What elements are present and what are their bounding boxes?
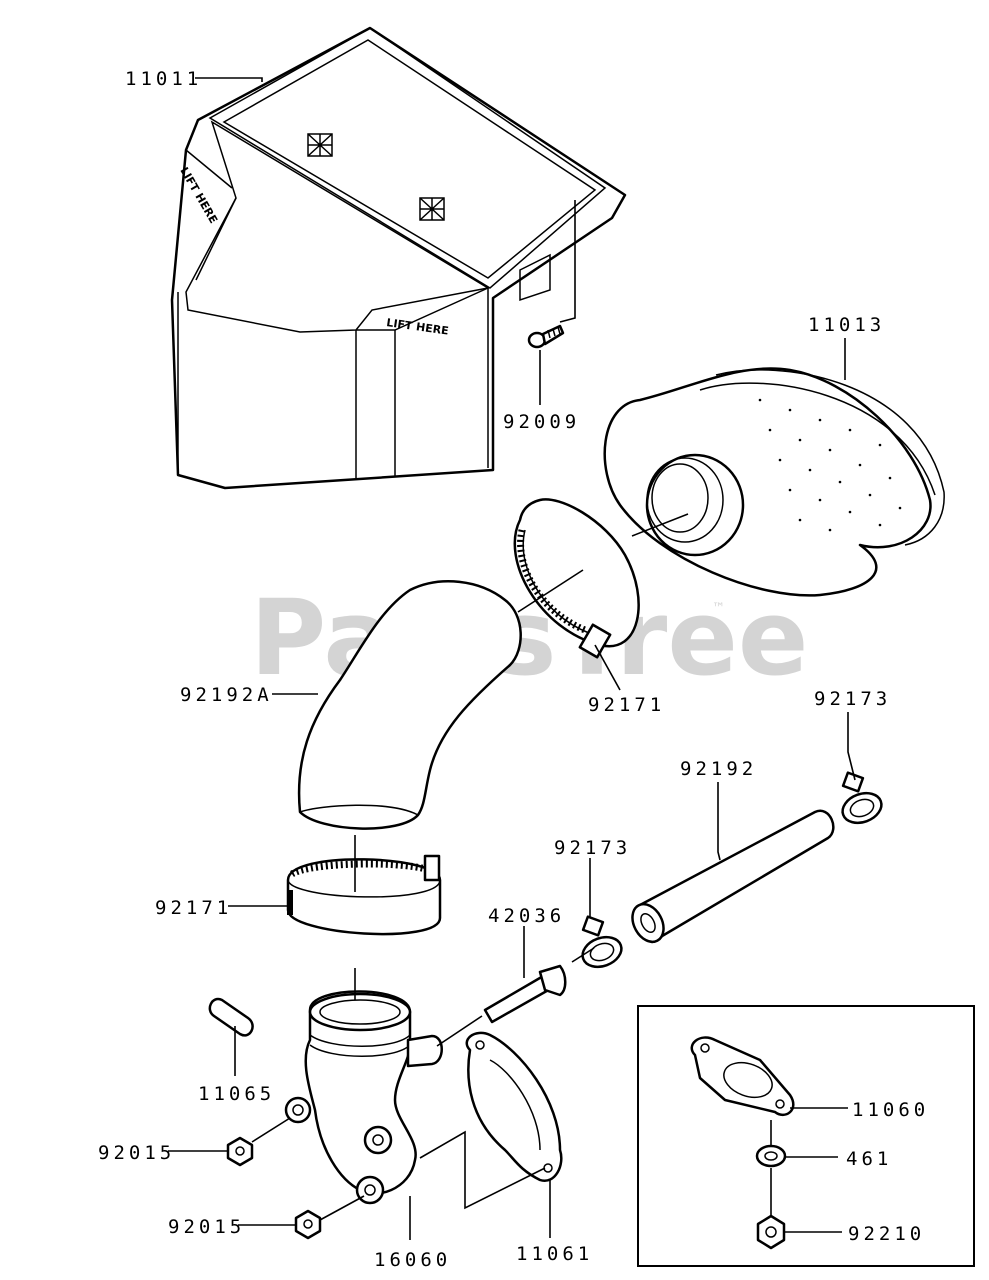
leader-lines: [168, 77, 856, 1240]
part-label-11011[interactable]: 11011: [125, 68, 202, 90]
straight-hose-part[interactable]: [626, 809, 835, 947]
part-label-92171-upper[interactable]: 92171: [588, 694, 665, 716]
nut-lower-part[interactable]: [294, 1209, 322, 1240]
part-label-92173-lower[interactable]: 92173: [554, 837, 631, 859]
nut-upper-part[interactable]: [226, 1136, 254, 1167]
part-label-92192a[interactable]: 92192A: [180, 684, 273, 706]
part-label-92015-lower[interactable]: 92015: [168, 1216, 245, 1238]
part-label-92171-lower[interactable]: 92171: [155, 897, 232, 919]
watermark-trademark: ™: [712, 601, 725, 616]
lower-hose-clamp-part[interactable]: [286, 854, 442, 936]
air-filter-element-part[interactable]: [603, 367, 945, 597]
watermark: PartsTree ™: [250, 577, 808, 699]
part-label-11060[interactable]: 11060: [852, 1099, 929, 1121]
part-label-16060[interactable]: 16060: [374, 1249, 451, 1271]
watermark-text: PartsTree: [250, 577, 808, 699]
air-cleaner-cover-part[interactable]: LIFT HERE LIFT HERE: [170, 26, 627, 490]
part-label-42036[interactable]: 42036: [488, 905, 565, 927]
part-label-92192[interactable]: 92192: [680, 758, 757, 780]
gasket-part[interactable]: [465, 1031, 563, 1182]
inset-washer-part[interactable]: [755, 1144, 787, 1168]
inset-gasket-part[interactable]: [690, 1036, 795, 1117]
part-label-92015-upper[interactable]: 92015: [98, 1142, 175, 1164]
part-label-92009[interactable]: 92009: [503, 411, 580, 433]
part-label-92210[interactable]: 92210: [848, 1223, 925, 1245]
inset-nut-part[interactable]: [756, 1214, 786, 1250]
part-label-11061[interactable]: 11061: [516, 1243, 593, 1265]
small-hose-clamp-upper-part[interactable]: [838, 771, 885, 828]
part-labels: 11011 92009 11013 92171 92192A 92173 921…: [98, 68, 929, 1271]
fitting-part[interactable]: [483, 964, 567, 1024]
upper-hose-clamp-part[interactable]: [513, 498, 640, 659]
part-label-92173-upper[interactable]: 92173: [814, 688, 891, 710]
inset-box: [637, 1005, 975, 1267]
screw-part[interactable]: [527, 324, 565, 349]
part-label-461[interactable]: 461: [846, 1148, 892, 1170]
part-label-11065[interactable]: 11065: [198, 1083, 275, 1105]
part-label-11013[interactable]: 11013: [808, 314, 885, 336]
intake-elbow-part[interactable]: [284, 990, 443, 1205]
elbow-hose-part[interactable]: [297, 580, 522, 830]
filter-dots: [758, 398, 902, 532]
pin-part[interactable]: [208, 997, 254, 1037]
small-hose-clamp-lower-part[interactable]: [578, 915, 625, 972]
